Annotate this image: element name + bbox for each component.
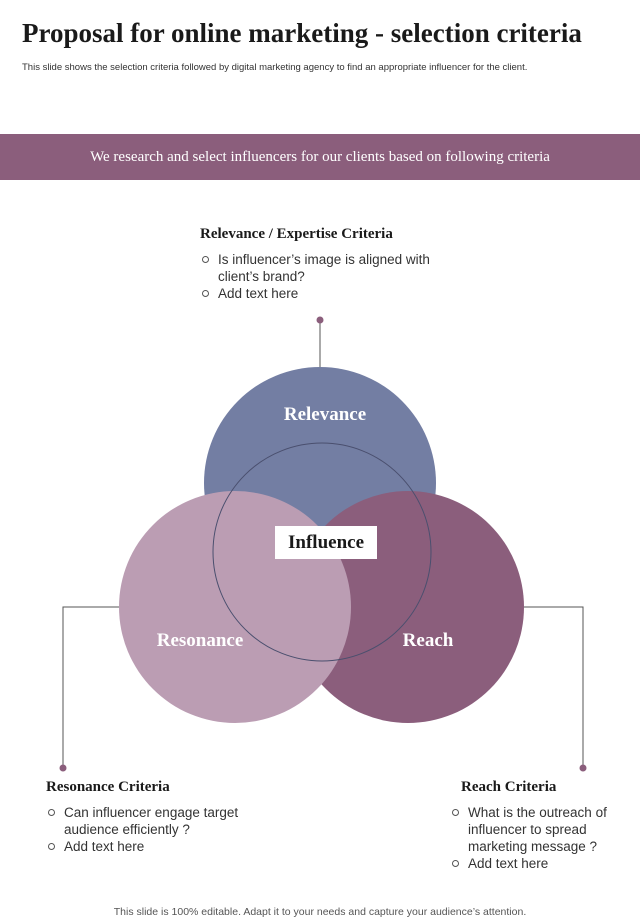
list-item: Add text here: [450, 855, 625, 872]
list-item: Add text here: [200, 285, 450, 302]
resonance-connector-dot: [59, 764, 67, 772]
page-subtitle: This slide shows the selection criteria …: [22, 62, 528, 73]
page-title: Proposal for online marketing - selectio…: [22, 18, 582, 48]
banner: We research and select influencers for o…: [0, 134, 640, 180]
resonance-connector: [62, 606, 120, 768]
list-item: Can influencer engage target audience ef…: [46, 804, 261, 838]
relevance-criteria-title: Relevance / Expertise Criteria: [200, 226, 393, 242]
resonance-criteria: Resonance Criteria Can influencer engage…: [46, 779, 261, 855]
influence-ring: [212, 442, 432, 662]
influence-center-label: Influence: [275, 526, 377, 559]
relevance-label: Relevance: [283, 404, 367, 425]
reach-connector-dot: [579, 764, 587, 772]
list-item: Is influencer’s image is aligned with cl…: [200, 251, 450, 285]
banner-text: We research and select influencers for o…: [90, 148, 550, 165]
list-item: What is the outreach of influencer to sp…: [450, 804, 625, 855]
reach-criteria-title: Reach Criteria: [461, 779, 557, 795]
reach-criteria: Reach Criteria What is the outreach of i…: [450, 779, 625, 872]
footer-note: This slide is 100% editable. Adapt it to…: [113, 906, 527, 918]
list-item: Add text here: [46, 838, 261, 855]
relevance-criteria: Relevance / Expertise Criteria Is influe…: [200, 226, 450, 302]
resonance-label: Resonance: [156, 630, 244, 651]
relevance-connector-dot: [316, 316, 324, 324]
reach-connector: [524, 606, 584, 768]
reach-label: Reach: [402, 630, 454, 651]
resonance-criteria-title: Resonance Criteria: [46, 779, 170, 795]
